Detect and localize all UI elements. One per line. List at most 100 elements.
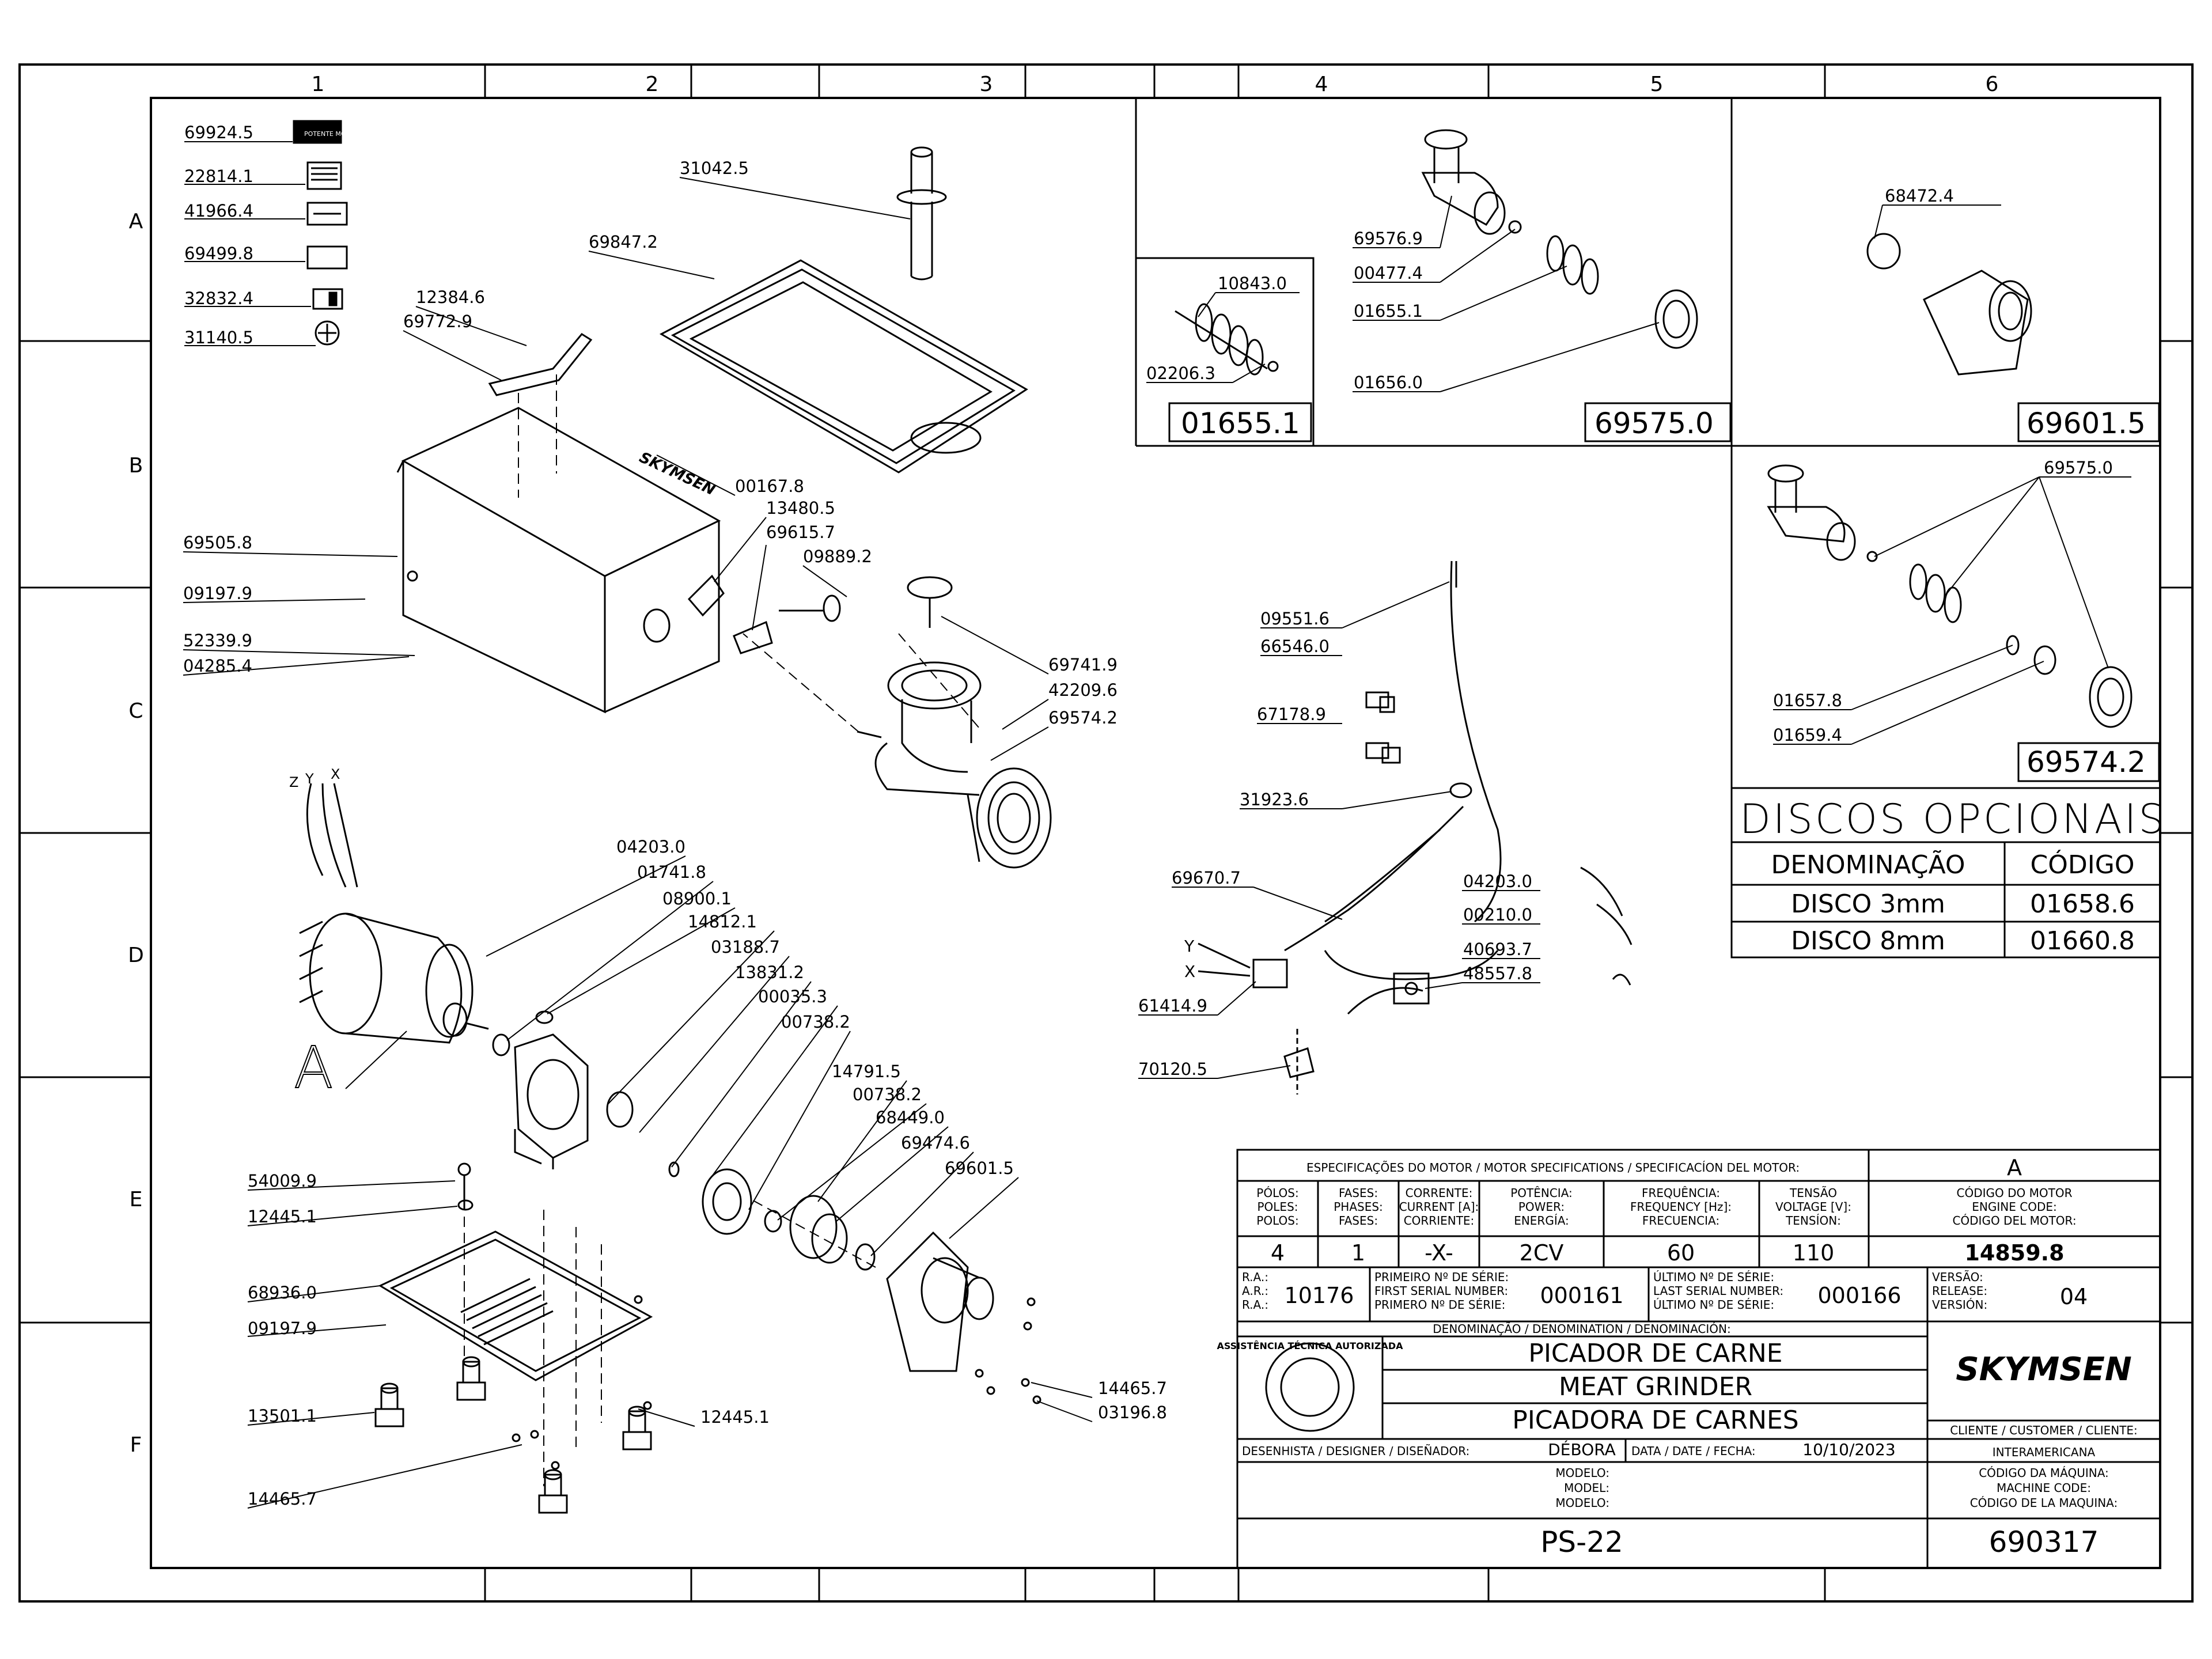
model-l3: MODELO: [1555, 1496, 1609, 1510]
callout-01659-4: 01659.4 [1773, 725, 1842, 745]
discs-title: DISCOS OPCIONAIS [1740, 796, 2166, 843]
switch-knob-icon [733, 620, 773, 654]
spec-voltage-h1: TENSÃO [1789, 1186, 1837, 1200]
callout-13501-1: 13501.1 [248, 1406, 317, 1426]
motor-a-label: A [294, 1034, 333, 1101]
engine-code-l3: CÓDIGO DEL MOTOR: [1952, 1214, 2076, 1228]
spec-phases-h2: PHASES: [1334, 1200, 1383, 1214]
box-69601-5: 69601.5 [2027, 407, 2146, 440]
callout-13480-5: 13480.5 [766, 498, 835, 518]
sticker-icons [293, 120, 348, 346]
spec-current-h3: CORRIENTE: [1404, 1214, 1475, 1228]
tray-icon [659, 259, 1028, 474]
brand-logo: SKYMSEN [1956, 1351, 2131, 1388]
designer-label: DESENHISTA / DESIGNER / DISEÑADOR: [1242, 1444, 1469, 1458]
part-callouts: 69924.5 22814.1 41966.4 69499.8 32832.4 … [183, 123, 1167, 1509]
gear-cover-detail-icon [1866, 233, 2032, 376]
sticker-text: POTENTE MOTOR 2HP [304, 130, 374, 138]
callout-69505-8: 69505.8 [183, 533, 252, 552]
date-label: DATA / DATE / FECHA: [1631, 1444, 1756, 1458]
grinder-head-icon [857, 576, 1052, 869]
spec-frequency-h1: FREQUÊNCIA: [1642, 1186, 1720, 1200]
client-label: CLIENTE / CUSTOMER / CLIENTE: [1950, 1423, 2138, 1437]
motor-icon [299, 783, 489, 1044]
callout-22814-1: 22814.1 [184, 166, 253, 186]
callout-08900-1: 08900.1 [662, 889, 732, 908]
grid-row-a: A [129, 210, 143, 233]
name-english: MEAT GRINDER [1559, 1372, 1752, 1402]
callout-70120-5: 70120.5 [1138, 1059, 1207, 1079]
callout-04285-4: 04285.4 [183, 656, 252, 676]
callout-48557-8: 48557.8 [1463, 964, 1532, 983]
grid-row-f: F [130, 1433, 142, 1457]
knob-icon [823, 594, 841, 622]
callout-40693-7: 40693.7 [1463, 940, 1532, 959]
ra-l2: A.R.: [1242, 1284, 1268, 1298]
callout-04203-0: 04203.0 [616, 837, 685, 857]
callout-00738-2-b: 00738.2 [853, 1085, 922, 1104]
housing-logo: SKYMSEN [637, 449, 718, 499]
callout-14465-7-b: 14465.7 [248, 1489, 317, 1509]
callout-10843-0: 10843.0 [1218, 274, 1287, 293]
wire-z-label: Z [289, 774, 298, 790]
base-plate-icon [378, 1162, 653, 1381]
ground-sticker-icon [315, 320, 340, 346]
gear-train-icon [606, 1091, 876, 1271]
feed-screw-icon [1175, 303, 1279, 376]
grid-col-4: 4 [1315, 73, 1328, 96]
callout-01741-8: 01741.8 [637, 862, 706, 882]
discs-col-name: DENOMINAÇÃO [1771, 850, 1965, 880]
potente-sticker-icon [293, 120, 342, 144]
grid-col-5: 5 [1650, 73, 1664, 96]
spec-frequency-h3: FRECUENCIA: [1642, 1214, 1719, 1228]
spec-voltage-h2: VOLTAGE [V]: [1775, 1200, 1851, 1214]
grid-col-3: 3 [980, 73, 993, 96]
callout-69474-6: 69474.6 [901, 1133, 970, 1153]
box-01655-1: 01655.1 [1181, 407, 1300, 440]
spec-frequency-value: 60 [1667, 1240, 1695, 1266]
callout-14791-5: 14791.5 [832, 1062, 901, 1081]
grid-col-6: 6 [1986, 73, 1999, 96]
spec-poles-h1: PÓLOS: [1256, 1186, 1298, 1200]
version-l3: VERSIÓN: [1932, 1298, 1987, 1312]
seal-text: ASSISTÊNCIA TÉCNICA AUTORIZADA [1217, 1340, 1403, 1351]
callout-13831-2: 13831.2 [735, 963, 804, 982]
info-sticker-icon [312, 288, 343, 310]
machine-code-value: 690317 [1989, 1525, 2099, 1559]
last-serial-l2: LAST SERIAL NUMBER: [1653, 1284, 1783, 1298]
callout-68449-0: 68449.0 [876, 1108, 945, 1127]
title-block: ESPECIFICAÇÕES DO MOTOR / MOTOR SPECIFIC… [1217, 1155, 2137, 1559]
version-l2: RELEASE: [1932, 1284, 1987, 1298]
model-l2: MODEL: [1564, 1481, 1609, 1495]
last-serial-l3: ÚLTIMO Nº DE SÉRIE: [1653, 1298, 1774, 1312]
client-value: INTERAMERICANA [1993, 1445, 2096, 1459]
optional-discs-table: DISCOS OPCIONAIS DENOMINAÇÃO CÓDIGO DISC… [1740, 796, 2166, 956]
callout-69576-9: 69576.9 [1354, 229, 1423, 248]
callout-00738-2-a: 00738.2 [781, 1012, 850, 1032]
spec-power-h3: ENERGÍA: [1514, 1214, 1569, 1228]
callout-14465-7-a: 14465.7 [1098, 1378, 1167, 1398]
callout-00210-0: 00210.0 [1463, 905, 1532, 925]
callout-01655-1: 01655.1 [1354, 301, 1423, 321]
ra-l3: R.A.: [1242, 1298, 1268, 1312]
callout-09889-2: 09889.2 [803, 547, 872, 566]
name-portuguese: PICADOR DE CARNE [1528, 1339, 1782, 1368]
grid-row-d: D [128, 944, 144, 967]
callout-12445-1-a: 12445.1 [248, 1207, 317, 1226]
callout-69670-7: 69670.7 [1172, 868, 1241, 888]
callout-42209-6: 42209.6 [1048, 680, 1118, 700]
spec-power-h1: POTÊNCIA: [1510, 1186, 1573, 1200]
callout-68472-4: 68472.4 [1885, 186, 1954, 206]
first-serial-l2: FIRST SERIAL NUMBER: [1374, 1284, 1508, 1298]
spec-poles-h3: POLOS: [1256, 1214, 1298, 1228]
spec-voltage-h3: TENSÍON: [1785, 1214, 1841, 1228]
authorized-seal-icon [1265, 1342, 1355, 1432]
callout-69575-0: 69575.0 [2044, 458, 2113, 478]
callout-69772-9: 69772.9 [403, 312, 472, 331]
model-l1: MODELO: [1555, 1466, 1609, 1480]
spec-power-value: 2CV [1520, 1240, 1564, 1266]
blank-sticker-icon [306, 245, 348, 270]
spec-voltage-value: 110 [1793, 1240, 1835, 1266]
grid-row-b: B [129, 454, 143, 478]
rubber-feet-icon [374, 1356, 652, 1514]
